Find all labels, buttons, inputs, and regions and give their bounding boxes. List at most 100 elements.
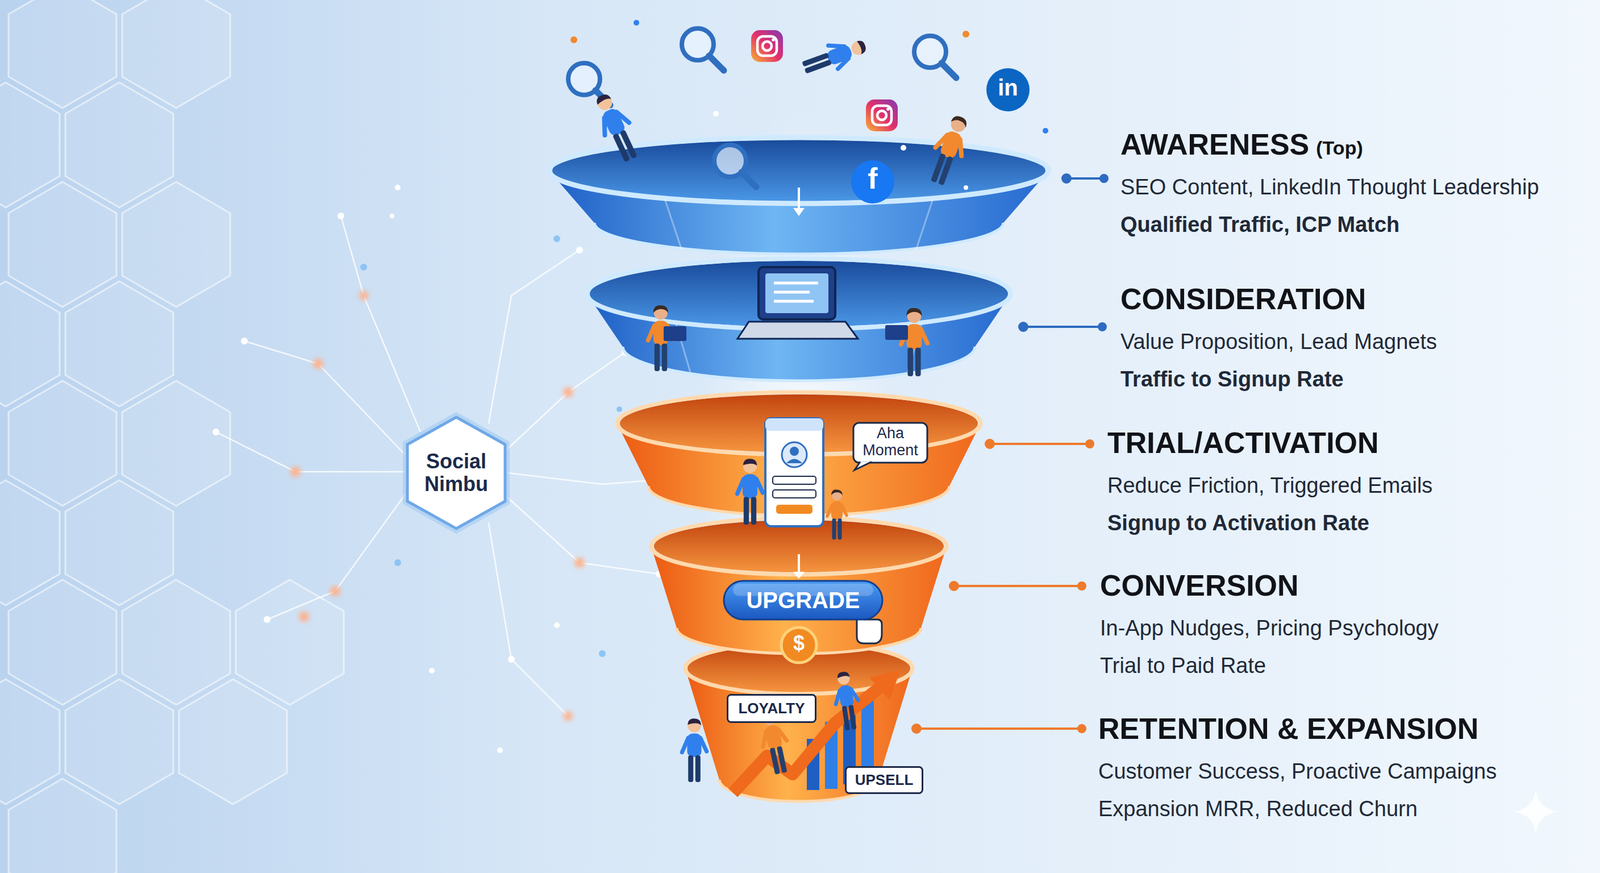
stage-note: (Top) (1315, 136, 1363, 159)
leader-lines (1098, 323, 1106, 331)
stage-tactics: In-App Nudges, Pricing Psychology (1100, 615, 1439, 640)
background (8, 181, 117, 307)
funnel-band-1 (594, 222, 1004, 254)
glow-dots (553, 235, 561, 243)
funnel-band-1 (793, 207, 805, 216)
loyalty-tag: LOYALTY (726, 693, 817, 723)
logo-text: f (867, 161, 878, 195)
background (0, 0, 344, 873)
leader-lines (1066, 177, 1104, 180)
signup-card (781, 442, 807, 468)
text-row: Traffic to Signup Rate (1120, 362, 1437, 400)
glow-dots (360, 235, 623, 657)
brand-hexagon-text: Social Nimbu (415, 450, 498, 495)
tag-shape (846, 767, 923, 794)
stage-metric: Expansion MRR, Reduced Churn (1098, 796, 1418, 821)
stage-heading: TRIAL/ACTIVATION (1107, 426, 1379, 460)
glow-dots (394, 184, 401, 191)
funnel-band-2 (586, 258, 1011, 329)
glow-dots (359, 290, 369, 300)
signup-card (737, 458, 764, 525)
funnel-band-4 (797, 553, 800, 574)
stage-heading: CONSIDERATION (1120, 282, 1366, 316)
top-icons (865, 99, 898, 132)
background (122, 0, 231, 108)
glow-dots (240, 337, 248, 345)
leader-lines (1100, 175, 1108, 182)
hexagon-shape (407, 417, 506, 529)
laptop-scene (765, 273, 829, 314)
upsell-tag: UPSELL (844, 765, 924, 794)
funnel-band-1 (797, 187, 800, 212)
sparks (962, 30, 970, 38)
network-lines (488, 250, 580, 424)
leader-lines (1078, 725, 1086, 732)
stage-tactics: Reduce Friction, Triggered Emails (1107, 473, 1433, 498)
sparks (900, 144, 907, 151)
sparks (633, 19, 640, 26)
leader-lines (1086, 440, 1094, 448)
brand-hexagon: Social Nimbu (405, 415, 508, 530)
network-lines (507, 472, 654, 485)
glow-dots (330, 585, 341, 597)
growth-chart (869, 669, 901, 700)
glow-dots (290, 290, 585, 721)
glow-dots (212, 184, 663, 753)
glow-dots (428, 667, 435, 674)
text-row: Value Proposition, Lead Magnets (1120, 325, 1437, 363)
text-row: Trial to Paid Rate (1100, 648, 1439, 687)
text-row: TRIAL/ACTIVATION (1107, 423, 1433, 469)
bubble-tail (854, 461, 872, 471)
coin-and-cursor (781, 627, 817, 663)
leader-lines (912, 174, 1108, 733)
laptop-scene (773, 290, 810, 294)
funnel-band-2 (586, 258, 1011, 381)
bubble-shape (853, 422, 928, 463)
glow-dots (298, 611, 310, 622)
background (8, 579, 117, 705)
network-lines (507, 352, 625, 449)
laptop-scene (773, 281, 819, 285)
text-row: SEO Content, LinkedIn Thought Leadership (1120, 170, 1540, 208)
loyalty-tag-text: LOYALTY (738, 700, 805, 717)
stage-metric: Trial to Paid Rate (1100, 653, 1266, 678)
stage-metric: Qualified Traffic, ICP Match (1120, 212, 1400, 237)
text-row: $ (793, 631, 805, 659)
upgrade-button-text: UPGRADE (746, 587, 860, 613)
top-icons (914, 35, 957, 78)
coin-text: $ (793, 631, 805, 655)
top-icons (714, 144, 757, 187)
signup-card (772, 476, 816, 485)
stage-tactics: Value Proposition, Lead Magnets (1120, 329, 1437, 354)
funnel-band-2 (589, 260, 1008, 327)
linkedin-logo: in (986, 68, 1030, 112)
signup-card (765, 418, 824, 527)
laptop-scene (663, 326, 687, 341)
network-lines (507, 497, 660, 574)
background (65, 82, 174, 208)
stage-heading: CONVERSION (1100, 568, 1299, 602)
speech-bubble: Aha Moment (852, 421, 929, 471)
leader-lines (916, 727, 1082, 730)
glow-dots (313, 358, 324, 369)
laptop-scene (885, 325, 908, 340)
stage-tactics: Customer Success, Proactive Campaigns (1098, 759, 1497, 783)
text-row: Expansion MRR, Reduced Churn (1098, 792, 1497, 830)
top-icons (568, 28, 1030, 204)
text-row: in (997, 75, 1019, 106)
glow-dots (337, 212, 345, 220)
glow-dots (389, 213, 395, 219)
glow-dots (563, 386, 574, 398)
top-icons (751, 30, 783, 62)
stage-label: CONVERSION In-App Nudges, Pricing Psychol… (1100, 566, 1439, 687)
sparks (570, 19, 1049, 190)
glow-dots (574, 557, 585, 568)
background (8, 778, 117, 873)
stage-label: TRIAL/ACTIVATION Reduce Friction, Trigger… (1107, 423, 1433, 544)
text-row: RETENTION & EXPANSION (1098, 709, 1497, 755)
sparkle-star (1514, 789, 1558, 833)
text-row: Customer Success, Proactive Campaigns (1098, 754, 1497, 793)
tag-shape (727, 694, 816, 723)
